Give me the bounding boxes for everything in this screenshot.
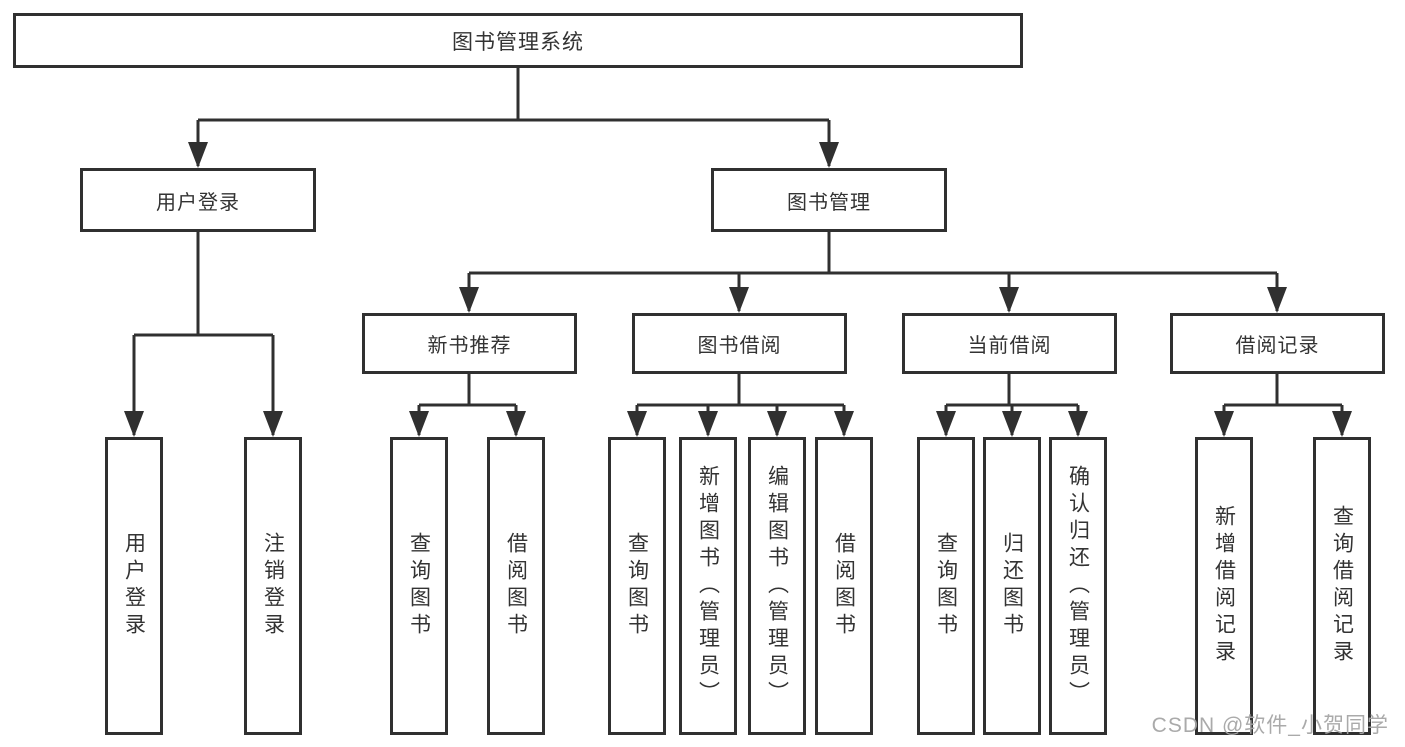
leaf-label: 查询借阅记录	[1330, 505, 1354, 667]
leaf-records-add-record: 新增借阅记录	[1195, 437, 1253, 735]
leaf-borrow-edit-book-admin: 编辑图书（管理员）	[748, 437, 806, 735]
leaf-label: 查询图书	[625, 532, 649, 640]
leaf-label: 借阅图书	[504, 532, 528, 640]
leaf-label: 编辑图书（管理员）	[765, 464, 789, 708]
watermark: CSDN @软件_小贺同学	[1151, 714, 1389, 737]
node-library-management-system: 图书管理系统	[13, 13, 1023, 68]
leaf-label: 新增借阅记录	[1212, 505, 1236, 667]
leaf-newbook-query-book: 查询图书	[390, 437, 448, 735]
leaf-label: 确认归还（管理员）	[1066, 464, 1090, 708]
node-book-borrow: 图书借阅	[632, 313, 847, 374]
node-book-management-branch: 图书管理	[711, 168, 947, 232]
leaf-label: 归还图书	[1000, 532, 1024, 640]
leaf-label: 用户登录	[122, 532, 146, 640]
leaf-label: 新增图书（管理员）	[696, 464, 720, 708]
leaf-user-login: 用户登录	[105, 437, 163, 735]
node-user-login-branch: 用户登录	[80, 168, 316, 232]
node-current-borrow: 当前借阅	[902, 313, 1117, 374]
leaf-borrow-borrow-book: 借阅图书	[815, 437, 873, 735]
node-borrow-records: 借阅记录	[1170, 313, 1385, 374]
leaf-label: 查询图书	[407, 532, 431, 640]
leaf-current-query-book: 查询图书	[917, 437, 975, 735]
leaf-current-confirm-return-admin: 确认归还（管理员）	[1049, 437, 1107, 735]
node-new-book-recommend: 新书推荐	[362, 313, 577, 374]
leaf-label: 注销登录	[261, 532, 285, 640]
leaf-borrow-query-book: 查询图书	[608, 437, 666, 735]
leaf-label: 查询图书	[934, 532, 958, 640]
leaf-label: 借阅图书	[832, 532, 856, 640]
connector-segments	[132, 68, 1344, 435]
arrowheads	[124, 142, 1352, 437]
leaf-newbook-borrow-book: 借阅图书	[487, 437, 545, 735]
leaf-logout: 注销登录	[244, 437, 302, 735]
leaf-records-query-record: 查询借阅记录	[1313, 437, 1371, 735]
leaf-borrow-add-book-admin: 新增图书（管理员）	[679, 437, 737, 735]
leaf-current-return-book: 归还图书	[983, 437, 1041, 735]
